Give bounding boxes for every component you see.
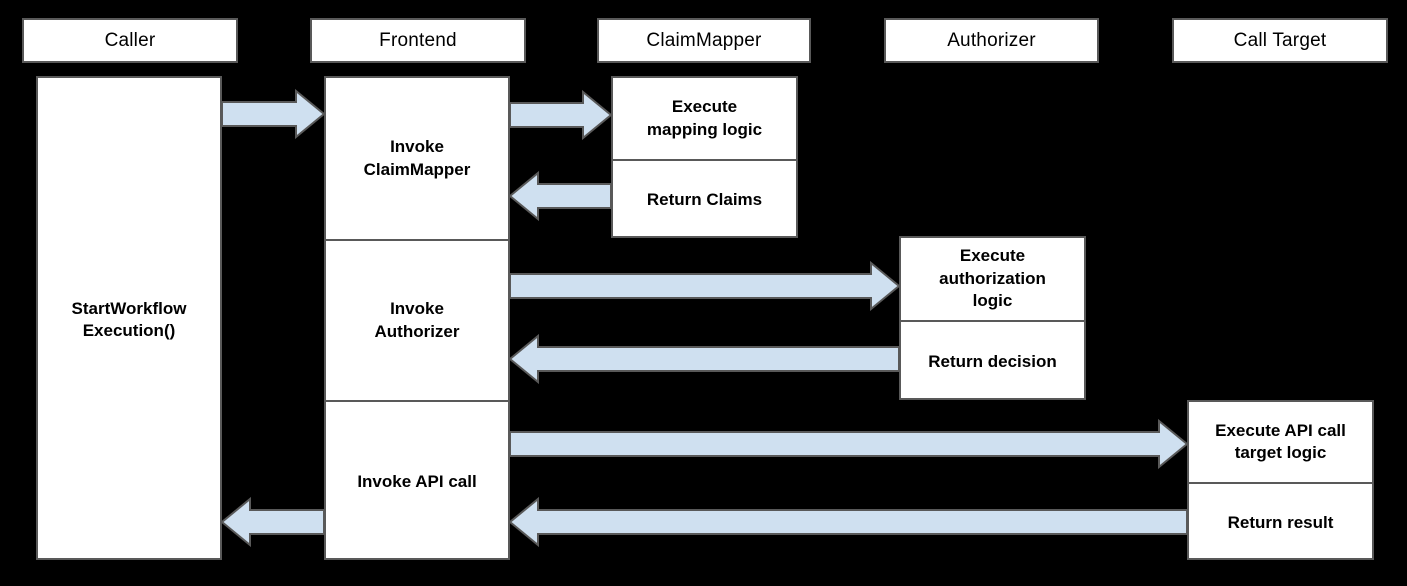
msg-authorizer-return-decision [508,333,900,385]
activation-segment: Return Claims [613,159,796,240]
lifeline-label: Authorizer [947,29,1036,51]
lifeline-header-authorizer: Authorizer [884,18,1099,63]
activation-segment-label: StartWorkflow Execution() [71,298,187,340]
msg-caller-to-frontend [221,88,326,140]
msg-frontend-return-to-caller [220,496,325,548]
activation-segment-label: Execute authorization logic [939,246,1046,311]
lifeline-header-frontend: Frontend [310,18,526,63]
msg-frontend-to-authorizer [509,260,901,312]
activation-segment: Execute mapping logic [613,78,796,159]
activation-segment-label: Invoke Authorizer [374,299,460,341]
lifeline-header-caller: Caller [22,18,238,63]
activation-segment: Invoke Authorizer [326,239,508,400]
lifeline-label: Caller [104,29,156,51]
msg-calltarget-return-result [508,496,1188,548]
msg-frontend-to-calltarget [509,418,1189,470]
lifeline-header-calltarget: Call Target [1172,18,1388,63]
msg-frontend-to-claimmapper [509,89,613,141]
activation-segment-label: Execute mapping logic [646,97,763,139]
activation-segment: Return result [1189,482,1372,562]
lifeline-label: ClaimMapper [646,29,762,51]
lifeline-label: Call Target [1233,29,1327,51]
activation-segment-label: Return result [1227,512,1334,532]
msg-claimmapper-return-claims [508,170,612,222]
activation-segment: Return decision [901,320,1084,402]
activation-segment-label: Invoke API call [357,471,477,491]
lifeline-header-claimmapper: ClaimMapper [597,18,811,63]
activation-segment-label: Return decision [928,351,1057,371]
activation-segment: StartWorkflow Execution() [38,78,220,562]
activation-segment: Invoke API call [326,400,508,562]
lifeline-label: Frontend [379,29,457,51]
activation-segment: Execute authorization logic [901,238,1084,320]
activation-segment-label: Return Claims [646,190,763,210]
activation-segment-label: Invoke ClaimMapper [363,137,471,179]
activation-segment: Execute API call target logic [1189,402,1372,482]
activation-segment: Invoke ClaimMapper [326,78,508,239]
activation-segment-label: Execute API call target logic [1215,420,1346,462]
caller-activation: StartWorkflow Execution() [36,76,222,560]
